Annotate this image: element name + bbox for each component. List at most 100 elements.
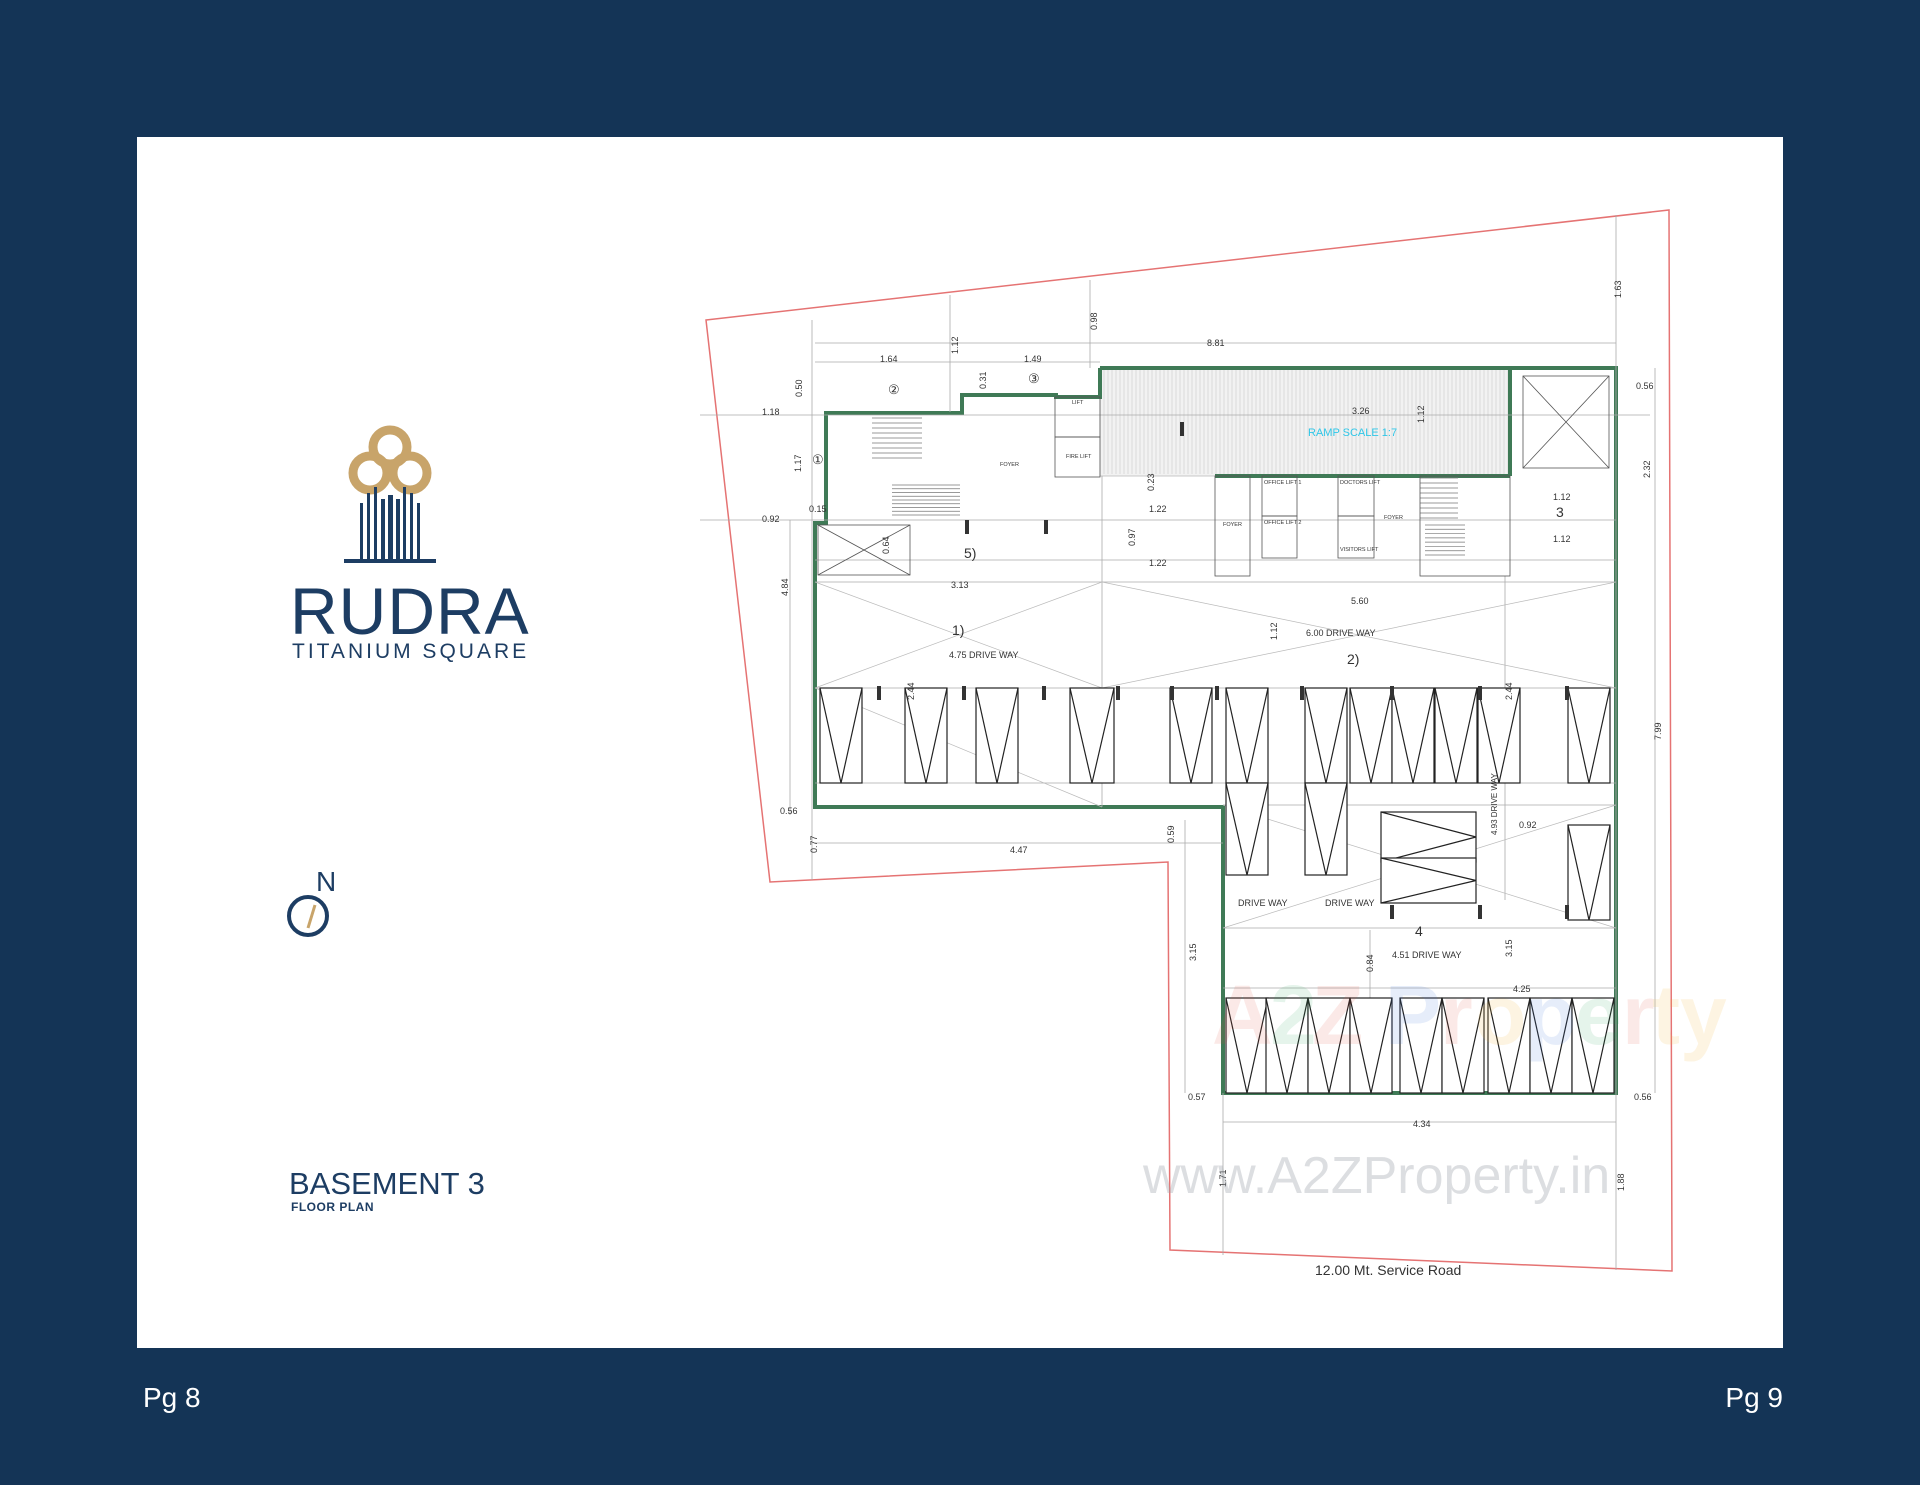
column-marker (1300, 686, 1304, 700)
plan-label: FOYER (1384, 515, 1403, 521)
plan-label: DRIVE WAY (1325, 898, 1375, 908)
ramp-area (1099, 367, 1511, 477)
plan-label: 1.12 (1416, 405, 1426, 423)
brand-name: RUDRA (290, 574, 530, 648)
parking-bay (1349, 997, 1393, 1094)
plan-label: VISITORS LIFT (1340, 547, 1379, 553)
plan-label: 0.64 (881, 536, 891, 554)
parking-bay (1304, 782, 1348, 876)
svg-text:A: A (1212, 968, 1273, 1062)
plan-label: 0.92 (1519, 820, 1537, 830)
plan-label: 4.51 DRIVE WAY (1392, 950, 1462, 960)
plan-label: 0.84 (1365, 954, 1375, 972)
plan-label: 0.97 (1127, 528, 1137, 546)
plan-label: 2.44 (906, 682, 916, 700)
parking-bay (1307, 997, 1351, 1094)
trefoil-building-logo-icon (344, 425, 436, 563)
svg-text:2: 2 (1270, 968, 1317, 1062)
floor-title: BASEMENT 3 (289, 1166, 485, 1201)
plan-label: 3.13 (951, 580, 969, 590)
plan-label: 7.99 (1653, 722, 1663, 740)
parking-bay (1304, 687, 1348, 784)
plan-label: LIFT (1072, 400, 1084, 406)
column-marker (1565, 686, 1569, 700)
column-marker (1042, 686, 1046, 700)
plan-label: 1.12 (950, 336, 960, 354)
plan-label: 0.92 (762, 514, 780, 524)
plan-label: 3.15 (1188, 943, 1198, 961)
plan-label: ② (888, 382, 900, 397)
plan-label: 1.64 (880, 354, 898, 364)
column-marker (962, 686, 966, 700)
parking-bay (1225, 687, 1269, 784)
plan-label: 3.26 (1352, 406, 1370, 416)
column-marker (1478, 686, 1482, 700)
svg-text:r: r (1622, 968, 1655, 1062)
parking-bay (1477, 687, 1521, 784)
plan-label: 4.84 (780, 578, 790, 596)
page-number-right: Pg 9 (1725, 1382, 1783, 1413)
plan-label: 1.12 (1553, 492, 1571, 502)
plan-label: 0.31 (978, 371, 988, 389)
parking-bay (1349, 687, 1393, 784)
plan-label: 1.22 (1149, 504, 1167, 514)
road-label: 12.00 Mt. Service Road (1315, 1262, 1461, 1278)
parking-bay (1225, 782, 1269, 876)
column-marker (1170, 686, 1174, 700)
parking-bay (1380, 811, 1477, 863)
plan-label: 1.88 (1616, 1173, 1626, 1191)
plan-label: 1.22 (1149, 558, 1167, 568)
plan-label: FOYER (1000, 462, 1019, 468)
plan-label: 4.93 DRIVE WAY (1490, 773, 1499, 835)
parking-bay (1169, 687, 1213, 784)
plan-label: OFFICE LIFT 1 (1264, 480, 1302, 486)
column-marker (1215, 686, 1219, 700)
brand-tagline: TITANIUM SQUARE (292, 640, 530, 663)
svg-text:p: p (1525, 968, 1576, 1062)
parking-bay (1399, 997, 1443, 1094)
plan-label: 0.56 (1636, 381, 1654, 391)
svg-text:P: P (1385, 968, 1441, 1062)
parking-bay (1567, 687, 1611, 784)
svg-text:r: r (1440, 968, 1473, 1062)
parking-bay (1225, 997, 1269, 1094)
parking-bay (1434, 687, 1478, 784)
column-marker (1390, 905, 1394, 919)
plan-label: FIRE LIFT (1066, 454, 1092, 460)
plan-label: 2.44 (1504, 682, 1514, 700)
parking-bay (1441, 997, 1485, 1094)
plan-label: 0.57 (1188, 1092, 1206, 1102)
site-boundary (705, 209, 1673, 1272)
column-markers (877, 422, 1569, 919)
floor-subtitle: FLOOR PLAN (291, 1200, 374, 1214)
plan-label: 1.49 (1024, 354, 1042, 364)
plan-label: 5) (964, 545, 976, 561)
page-number-left: Pg 8 (143, 1382, 201, 1413)
plan-label: 0.50 (794, 379, 804, 397)
plan-label: 0.59 (1166, 825, 1176, 843)
plan-label: 0.98 (1089, 312, 1099, 330)
plan-label: 8.81 (1207, 338, 1225, 348)
column-marker (965, 520, 969, 534)
north-label: N (316, 866, 337, 897)
plan-label: 2.32 (1642, 460, 1652, 478)
parking-bay (1487, 997, 1531, 1094)
ramp-label: RAMP SCALE 1:7 (1308, 427, 1397, 439)
column-marker (1180, 422, 1184, 436)
plan-label: 0.23 (1146, 473, 1156, 491)
column-marker (1390, 686, 1394, 700)
plan-label: 2) (1347, 651, 1359, 667)
parking-bay (904, 687, 948, 784)
staircases (872, 417, 1465, 556)
watermark: A 2 Z P r o p e r ty (1212, 968, 1727, 1062)
plan-label: 0.15 (809, 504, 827, 514)
core-rooms (817, 375, 1610, 577)
plan-label: OFFICE LIFT 2 (1264, 520, 1302, 526)
parking-bay (1571, 997, 1615, 1094)
plan-label: 0.77 (809, 835, 819, 853)
parking-bays (819, 687, 1615, 1094)
plan-label: 1.71 (1218, 1169, 1228, 1187)
plan-label: ③ (1028, 371, 1040, 386)
parking-bay (1265, 997, 1309, 1094)
plan-label: 1.12 (1269, 622, 1279, 640)
